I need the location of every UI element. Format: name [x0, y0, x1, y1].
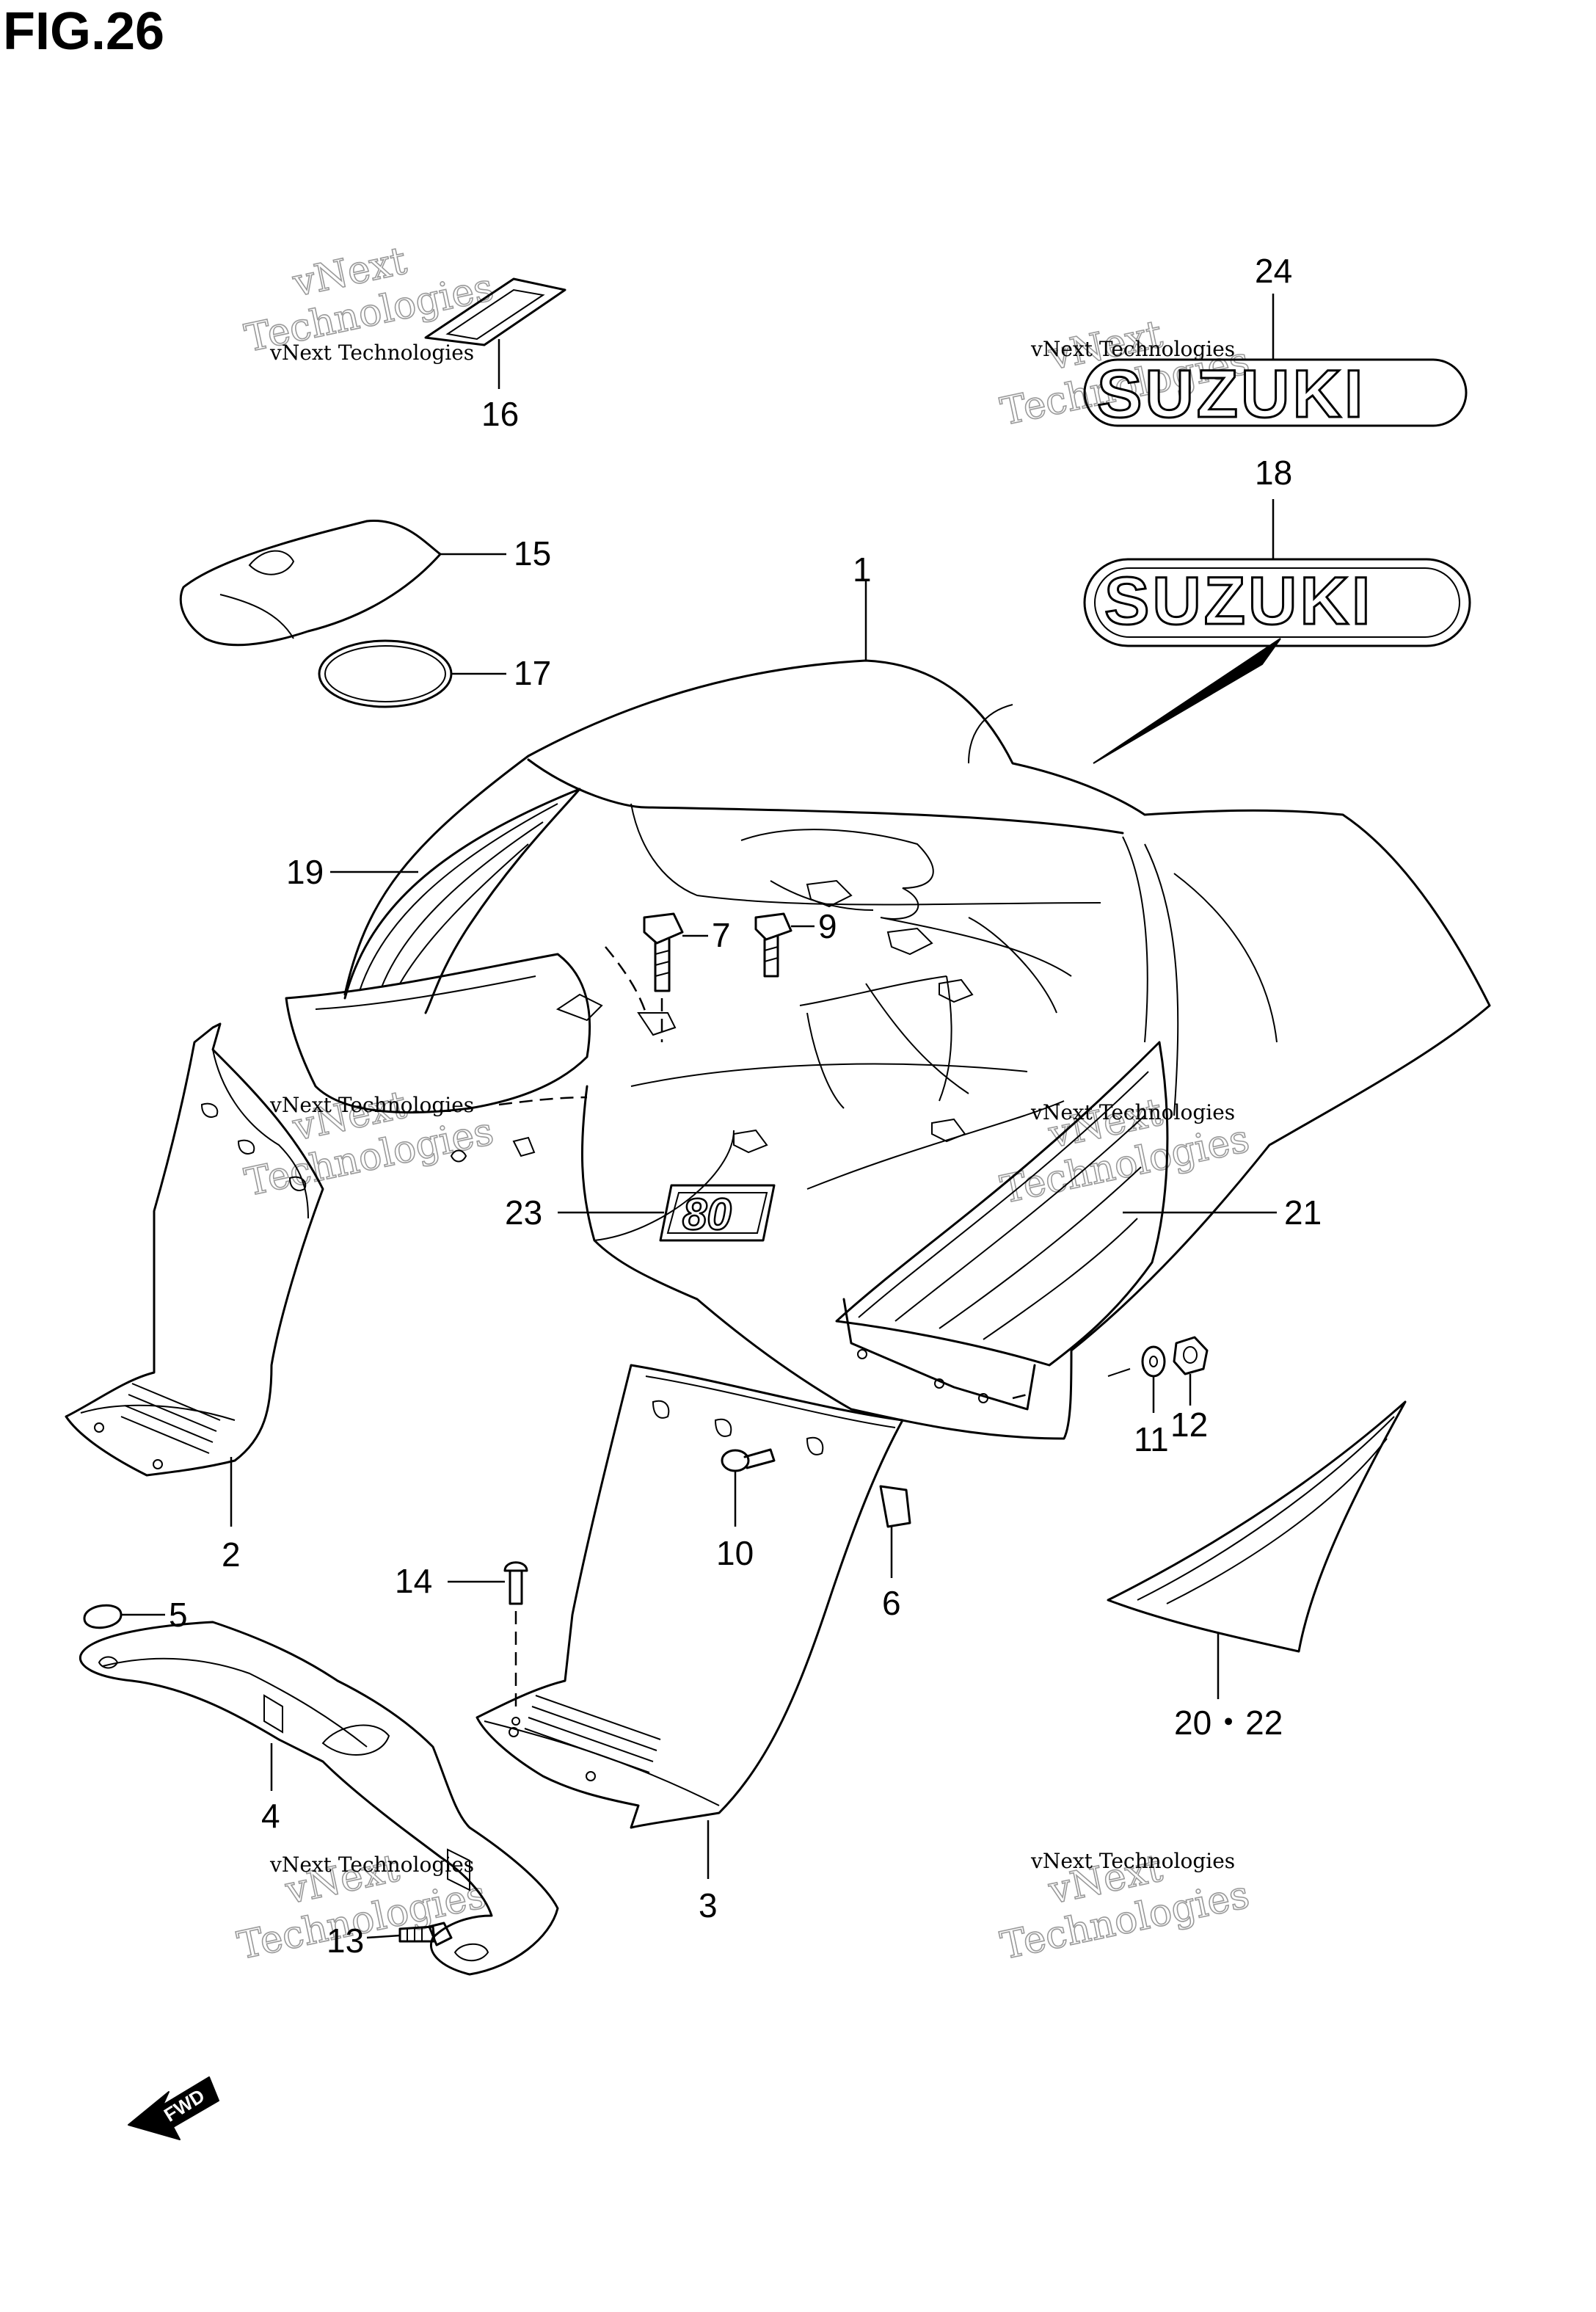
- watermark-text: vNext Technologies: [1030, 1849, 1235, 1873]
- part-2-mud-flap: [65, 1022, 324, 1477]
- watermark-text: vNext Technologies: [269, 1093, 474, 1117]
- part-19-stripe: [343, 788, 581, 1014]
- part-3-mud-flap: [475, 1364, 904, 1829]
- part-23-badge: 80: [659, 1184, 776, 1242]
- part-5-plug: [83, 1604, 123, 1629]
- part-13-bolt: [398, 1922, 453, 1946]
- part-16-emblem: [424, 277, 566, 346]
- callout-17: 17: [514, 654, 551, 692]
- callout-4: 4: [261, 1797, 280, 1835]
- callout-15: 15: [514, 534, 551, 572]
- part-18-suzuki-decal: SUZUKI: [1083, 558, 1471, 647]
- callout-2: 2: [222, 1535, 241, 1574]
- callout-18: 18: [1255, 454, 1292, 492]
- part-14-screw: [503, 1561, 528, 1605]
- part-7-bolt: [643, 912, 684, 992]
- watermark-text: vNext Technologies: [269, 1853, 474, 1877]
- part-17-ring: [318, 639, 453, 708]
- watermark-text: vNext Technologies: [1030, 337, 1235, 361]
- part-12-nut: [1173, 1336, 1209, 1375]
- part-10-screw: [721, 1448, 776, 1472]
- part-9-bolt: [754, 912, 792, 978]
- callout-1: 1: [853, 550, 872, 589]
- part-11-washer: [1141, 1345, 1166, 1378]
- callout-20-22: 20・22: [1174, 1704, 1283, 1742]
- callout-6: 6: [882, 1584, 901, 1622]
- watermark-21: vNext Technologies: [996, 1090, 1254, 1213]
- part-20-22-stripe: [1107, 1400, 1407, 1653]
- part-6-cap: [879, 1485, 911, 1528]
- svg-text:SUZUKI: SUZUKI: [1104, 564, 1373, 639]
- watermark-text: vNext Technologies: [1030, 1100, 1235, 1124]
- callout-13: 13: [327, 1922, 364, 1960]
- part-1-rear-fender: [285, 659, 1491, 1440]
- part-15-cover: [179, 520, 442, 647]
- fwd-arrow: FWD: [128, 2076, 219, 2140]
- callout-7: 7: [712, 916, 731, 954]
- callout-3: 3: [699, 1886, 718, 1924]
- callout-9: 9: [818, 907, 837, 945]
- callout-19: 19: [286, 853, 324, 891]
- part-4-bracket: [79, 1621, 559, 1976]
- watermark-2: vNext Technologies: [241, 1083, 498, 1206]
- callout-16: 16: [481, 395, 519, 433]
- part-24-suzuki-decal: SUZUKI: [1083, 356, 1468, 433]
- watermark-text: vNext Technologies: [269, 341, 474, 365]
- callout-10: 10: [716, 1534, 754, 1572]
- callout-14: 14: [395, 1562, 432, 1600]
- callout-21: 21: [1284, 1193, 1322, 1232]
- svg-text:SUZUKI: SUZUKI: [1097, 357, 1366, 432]
- callout-11: 11: [1134, 1420, 1169, 1458]
- callout-5: 5: [169, 1596, 188, 1634]
- svg-text:80: 80: [682, 1190, 732, 1239]
- callout-23: 23: [505, 1193, 542, 1232]
- callout-24: 24: [1255, 252, 1292, 290]
- callout-12: 12: [1170, 1406, 1208, 1444]
- part-21-stripe: [835, 1041, 1169, 1367]
- figure-title: FIG.26: [3, 2, 165, 61]
